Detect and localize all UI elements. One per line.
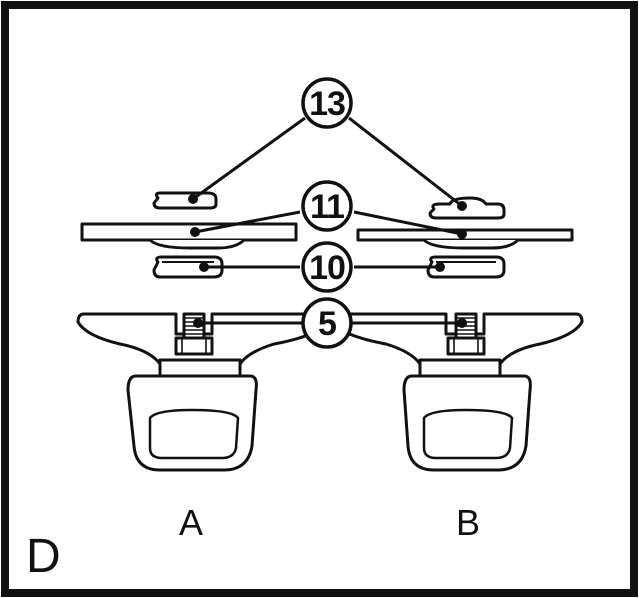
callout-10: 10	[301, 241, 353, 293]
washer-under-plate-b	[422, 238, 520, 250]
cap-part-13-b	[428, 196, 506, 220]
callout-5: 5	[301, 297, 353, 349]
washer-under-plate-a	[148, 238, 246, 250]
housing-inner-b	[422, 408, 514, 460]
neck-b	[418, 358, 502, 378]
leader-lines	[188, 116, 467, 328]
hex-collar-a	[174, 336, 214, 356]
callout-10-label: 10	[309, 249, 345, 287]
plate-part-11-a	[80, 222, 298, 242]
assembly-b	[326, 196, 584, 472]
callout-5-label: 5	[318, 305, 336, 343]
callout-11: 11	[301, 180, 353, 232]
housing-inner-a	[148, 408, 240, 460]
hex-collar-b	[446, 336, 486, 356]
unit-a-label: A	[179, 502, 203, 543]
callout-13-label: 13	[309, 85, 345, 123]
cap-part-13-a	[152, 191, 218, 210]
panel-label: D	[26, 530, 61, 583]
callout-13: 13	[301, 77, 353, 129]
callout-11-label: 11	[310, 188, 344, 226]
neck-a	[158, 358, 242, 378]
unit-b-label: B	[456, 502, 480, 543]
